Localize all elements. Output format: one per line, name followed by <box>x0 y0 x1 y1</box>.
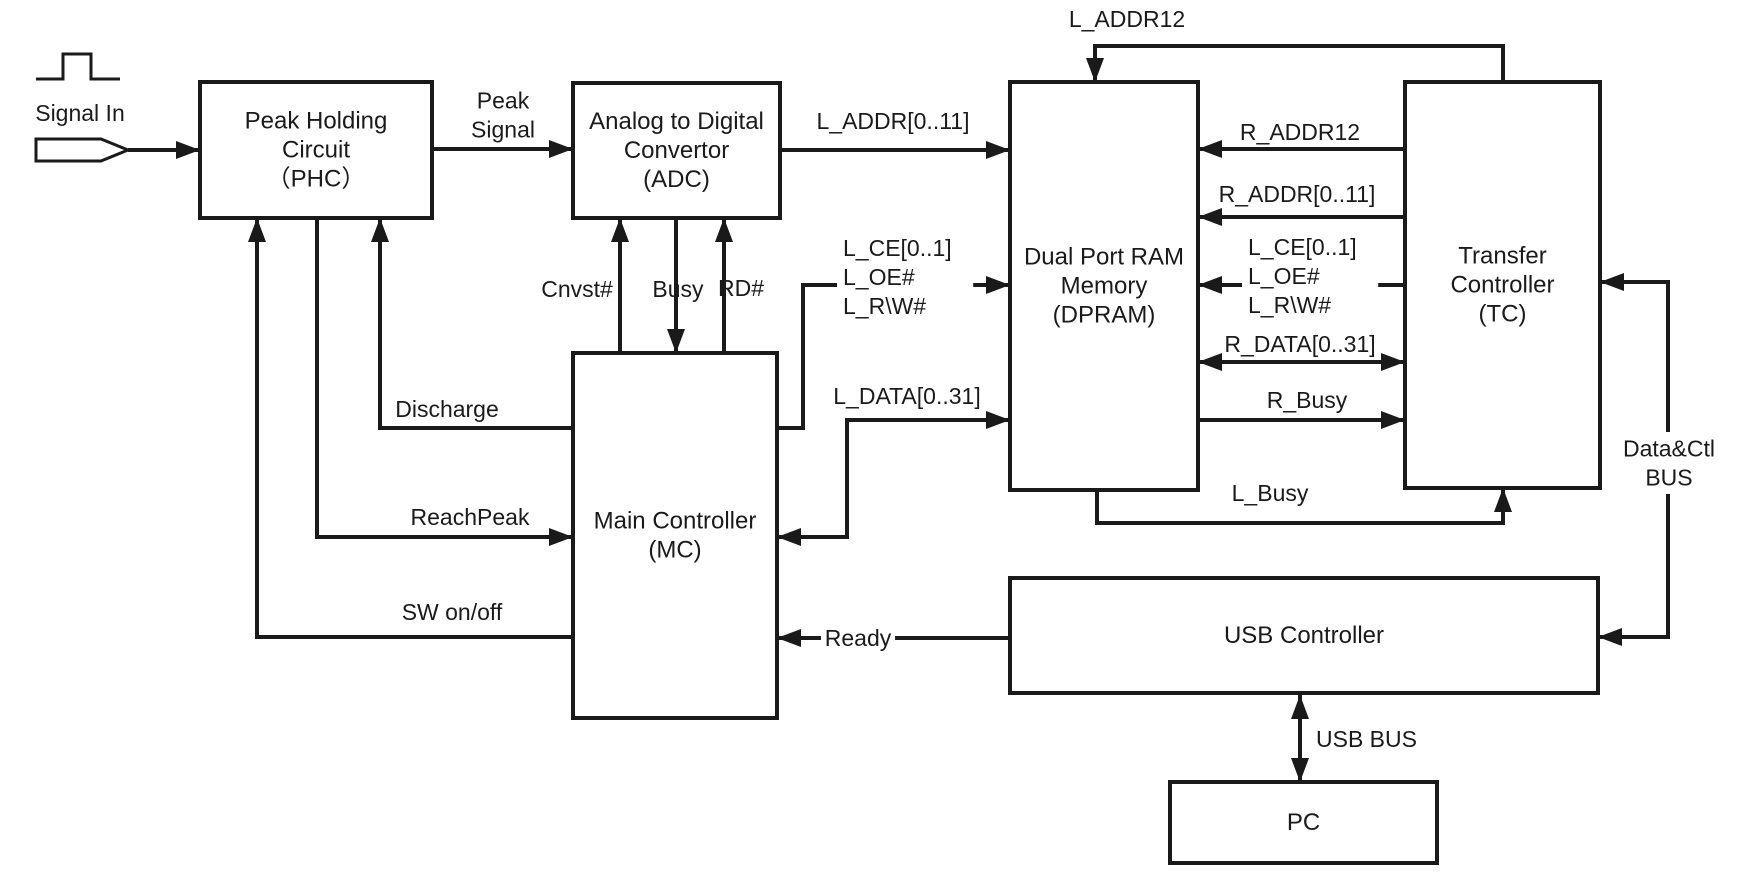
wire-r-addr12-arrowhead-left <box>1198 140 1222 158</box>
wire-l-ce-right-arrowhead-left <box>1198 276 1222 294</box>
box-dpram-label: Memory <box>1061 273 1148 300</box>
box-mc-label: Main Controller <box>594 508 757 535</box>
label-r-addr-0-11: R_ADDR[0..11] <box>1219 181 1376 207</box>
label-l-ce-left: L_OE# <box>843 264 915 290</box>
wire-reachpeak <box>315 218 573 539</box>
wire-r-busy-arrowhead-right <box>1381 411 1405 429</box>
wire-rd-arrowhead-up <box>715 218 733 242</box>
label-l-ce-right: L_CE[0..1] <box>1248 234 1357 260</box>
pulse-waveform-icon <box>36 52 120 81</box>
label-r-data: R_DATA[0..31] <box>1224 331 1375 357</box>
label-l-addr12: L_ADDR12 <box>1069 6 1185 32</box>
signal-connector-icon <box>34 137 132 163</box>
box-phc-label: （PHC） <box>267 166 366 193</box>
label-l-ce-left: L_CE[0..1] <box>843 235 952 261</box>
label-busy: Busy <box>652 276 704 302</box>
label-r-addr12: R_ADDR12 <box>1240 119 1360 145</box>
label-l-ce-right-bg <box>1242 230 1379 322</box>
wire-data-ctl-bus-arrowhead-left <box>1598 628 1622 646</box>
label-l-ce-right: L_OE# <box>1248 263 1320 289</box>
label-reachpeak: ReachPeak <box>411 504 530 530</box>
wire-sw-on-off <box>255 218 573 639</box>
wire-l-addr12-arrowhead-down <box>1086 58 1104 82</box>
box-pc <box>1168 780 1439 865</box>
box-mc-label: (MC) <box>648 537 701 564</box>
box-usb <box>1008 576 1600 695</box>
box-usb-label: USB Controller <box>1224 622 1384 649</box>
box-adc <box>571 81 782 220</box>
label-ready-bg <box>820 621 896 655</box>
wire-sw-on-off-arrowhead-up <box>248 218 266 242</box>
box-dpram-label: (DPRAM) <box>1053 302 1156 329</box>
box-phc-label: Circuit <box>282 137 350 164</box>
box-adc-label: (ADC) <box>643 166 710 193</box>
wire-ready-arrowhead-left <box>777 629 801 647</box>
box-tc-label: (TC) <box>1479 301 1527 328</box>
box-phc <box>198 80 434 220</box>
label-peak-signal: Signal <box>471 117 535 143</box>
wire-peak-signal-arrowhead-right <box>549 140 573 158</box>
label-data-ctl-bus: Data&Ctl <box>1623 436 1715 462</box>
wire-l-data <box>777 418 1010 539</box>
label-discharge: Discharge <box>395 396 499 422</box>
label-ready: Ready <box>825 625 892 651</box>
label-l-ce-left-bg <box>837 231 974 323</box>
box-tc-label: Controller <box>1450 272 1554 299</box>
box-dpram-label: Dual Port RAM <box>1024 244 1184 271</box>
wire-cnvst-arrowhead-up <box>611 218 629 242</box>
label-sw-on-off: SW on/off <box>402 599 503 625</box>
wire-discharge-arrowhead-up <box>371 218 389 242</box>
wire-usb-bus-arrowhead-down <box>1291 758 1309 782</box>
wire-reachpeak-arrowhead-right <box>549 528 573 546</box>
box-tc-label: Transfer <box>1458 243 1546 270</box>
label-l-ce-left: L_R\W# <box>843 293 926 319</box>
label-rd: RD# <box>718 275 764 301</box>
wire-l-ce-left-arrowhead-right <box>986 276 1010 294</box>
wire-r-data-arrowhead-left <box>1198 353 1222 371</box>
label-l-busy: L_Busy <box>1232 480 1309 506</box>
label-l-addr-0-11: L_ADDR[0..11] <box>817 108 970 134</box>
wire-l-data-arrowhead-left <box>777 528 801 546</box>
wire-l-addr-0-11-arrowhead-right <box>986 141 1010 159</box>
box-adc-label: Analog to Digital <box>589 108 764 135</box>
box-adc-label: Convertor <box>624 137 729 164</box>
box-dpram <box>1008 80 1200 492</box>
label-usb-bus: USB BUS <box>1316 726 1417 752</box>
wire-r-addr-0-11-arrowhead-left <box>1198 208 1222 226</box>
label-r-busy: R_Busy <box>1267 387 1348 413</box>
wire-usb-bus-arrowhead-up <box>1291 695 1309 719</box>
label-cnvst: Cnvst# <box>541 276 613 302</box>
wire-discharge <box>378 218 573 430</box>
label-data-ctl-bus: BUS <box>1645 465 1692 491</box>
label-peak-signal: Peak <box>477 88 530 114</box>
wire-busy-arrowhead-down <box>667 329 685 353</box>
wire-l-busy-arrowhead-up <box>1494 488 1512 512</box>
box-phc-label: Peak Holding <box>245 108 388 135</box>
wire-signal-in-arrow-arrowhead-right <box>176 141 200 159</box>
label-l-data: L_DATA[0..31] <box>833 383 980 409</box>
label-l-ce-right: L_R\W# <box>1248 292 1331 318</box>
label-signal-in: Signal In <box>35 100 125 126</box>
wire-data-ctl-bus-arrowhead-left <box>1600 273 1624 291</box>
wire-l-data-arrowhead-right <box>986 411 1010 429</box>
box-pc-label: PC <box>1287 809 1320 836</box>
wire-r-data-arrowhead-right <box>1381 353 1405 371</box>
box-mc <box>571 351 779 720</box>
label-data-ctl-bus-bg <box>1613 432 1725 494</box>
